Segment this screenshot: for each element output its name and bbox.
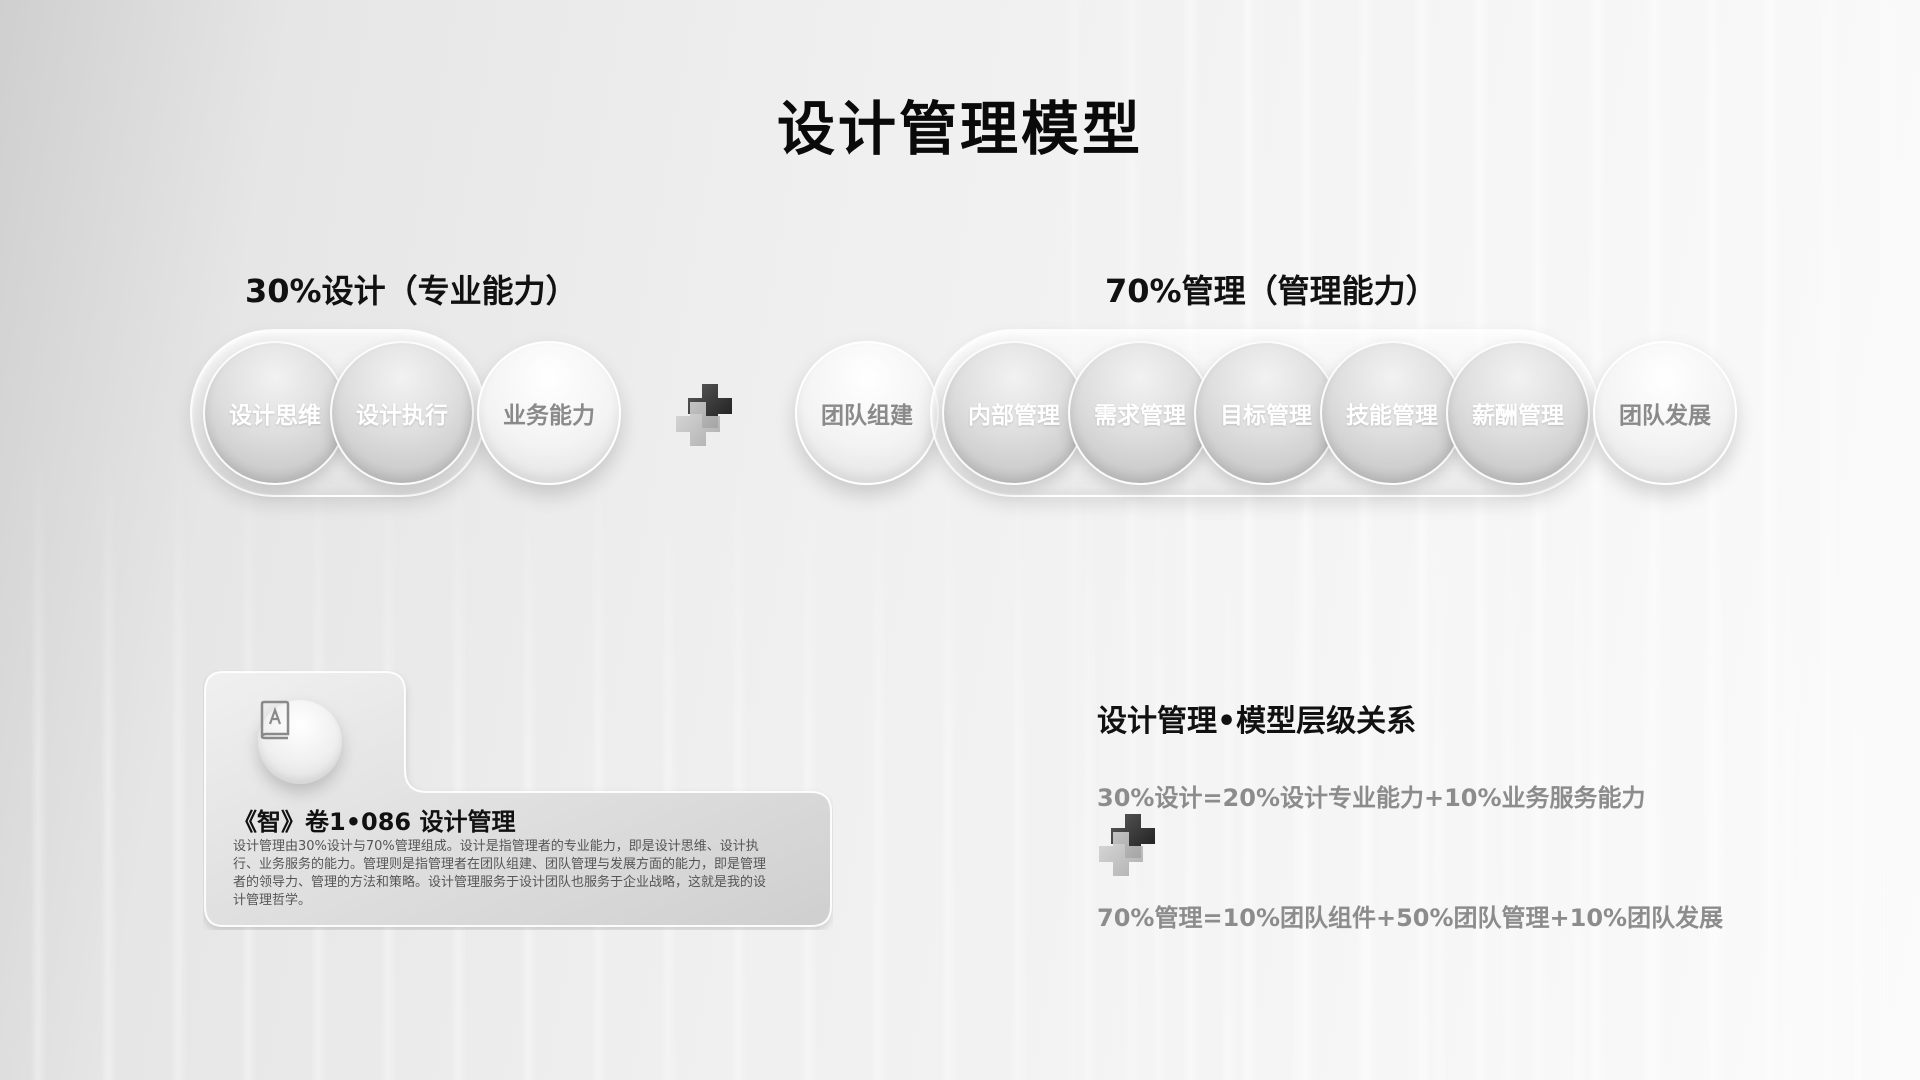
relation-title: 设计管理•模型层级关系 (1097, 704, 1417, 739)
circle-team-development[interactable]: 团队发展 (1593, 341, 1737, 485)
plus-icon (1099, 814, 1155, 876)
circle-skill-management[interactable]: 技能管理 (1320, 341, 1464, 485)
circle-internal-management[interactable]: 内部管理 (942, 341, 1086, 485)
formula-design: 30%设计=20%设计专业能力+10%业务服务能力 (1097, 784, 1646, 812)
circle-design-execution[interactable]: 设计执行 (330, 341, 474, 485)
card-shape (204, 671, 832, 927)
circle-team-building[interactable]: 团队组建 (795, 341, 939, 485)
plus-icon (676, 384, 732, 446)
circle-salary-management[interactable]: 薪酬管理 (1446, 341, 1590, 485)
manage-section-title: 70%管理（管理能力） (1105, 272, 1438, 310)
design-section-title: 30%设计（专业能力） (245, 272, 578, 310)
circle-design-thinking[interactable]: 设计思维 (203, 341, 347, 485)
formula-manage: 70%管理=10%团队组件+50%团队管理+10%团队发展 (1097, 904, 1724, 932)
card-body: 设计管理由30%设计与70%管理组成。设计是指管理者的专业能力，即是设计思维、设… (233, 839, 767, 908)
page-title: 设计管理模型 (776, 95, 1143, 163)
circle-business-ability[interactable]: 业务能力 (477, 341, 621, 485)
circle-demand-management[interactable]: 需求管理 (1068, 341, 1212, 485)
circle-goal-management[interactable]: 目标管理 (1194, 341, 1338, 485)
card-title: 《智》卷1•086 设计管理 (233, 808, 516, 836)
book-icon (260, 700, 290, 740)
book-button[interactable] (258, 700, 342, 784)
info-card: 《智》卷1•086 设计管理 设计管理由30%设计与70%管理组成。设计是指管理… (203, 670, 833, 930)
